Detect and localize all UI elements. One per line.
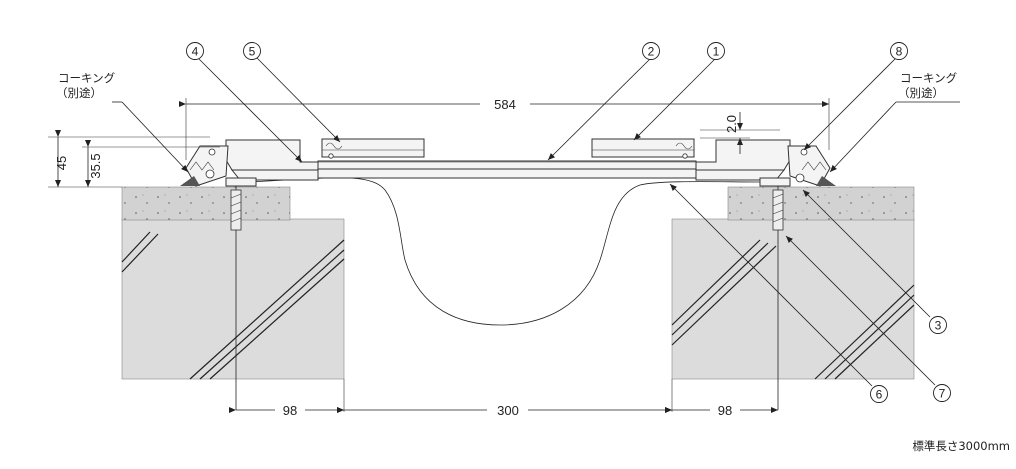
dimension-height-outer: 45 [54,130,69,187]
callout-2: 2 [642,42,660,60]
right-hatch [671,239,915,380]
callout-7: 7 [933,384,951,402]
dimension-left-anchor: 98 [229,403,344,418]
cover-plate-assembly [180,138,836,187]
dimension-total-width: 584 [179,97,829,112]
dimension-98-left-label: 98 [283,403,297,418]
svg-text:3: 3 [935,319,942,333]
caulking-left-line2: （別途） [56,86,102,100]
dimension-2-0-label: 2.0 [724,115,739,133]
left-concrete-slab [121,186,345,380]
svg-text:6: 6 [876,388,883,402]
callout-4: 4 [186,42,204,60]
callout-leaders [112,57,960,387]
callout-8: 8 [890,42,908,60]
flexible-sheet [249,177,761,326]
right-concrete-slab [671,186,915,380]
dimension-gap: 300 [337,403,672,418]
callout-3: 3 [929,316,947,334]
dimension-right-anchor: 98 [665,403,778,418]
svg-text:2: 2 [648,45,655,59]
svg-text:7: 7 [939,387,946,401]
right-anchor-bolt [772,186,784,410]
caulking-right-line1: コーキング [900,71,958,85]
callout-1: 1 [707,42,725,60]
caulking-note-left: コーキング （別途） [56,71,116,100]
dimension-300-label: 300 [497,403,519,418]
svg-text:5: 5 [249,45,256,59]
caulking-note-right: コーキング （別途） [898,71,958,100]
dimension-98-right-label: 98 [718,403,732,418]
callout-6: 6 [870,385,888,403]
left-anchor-bolt [230,186,242,410]
callout-5: 5 [243,42,261,60]
right-spring-tray [591,138,695,159]
dimension-584-label: 584 [494,97,516,112]
dimension-top-clearance: 2.0 [724,112,743,154]
standard-length-note: 標準長さ3000mm [912,439,1010,453]
caulking-right-line2: （別途） [898,86,944,100]
dimension-height-inner: 35.5 [85,140,103,187]
dimension-35-5-label: 35.5 [88,153,103,178]
left-spring-tray [321,138,425,159]
caulking-left-line1: コーキング [58,71,116,85]
svg-text:8: 8 [896,45,903,59]
left-hatch [121,231,345,380]
svg-text:4: 4 [192,45,199,59]
svg-text:1: 1 [713,45,720,59]
dimension-45-label: 45 [54,156,69,170]
